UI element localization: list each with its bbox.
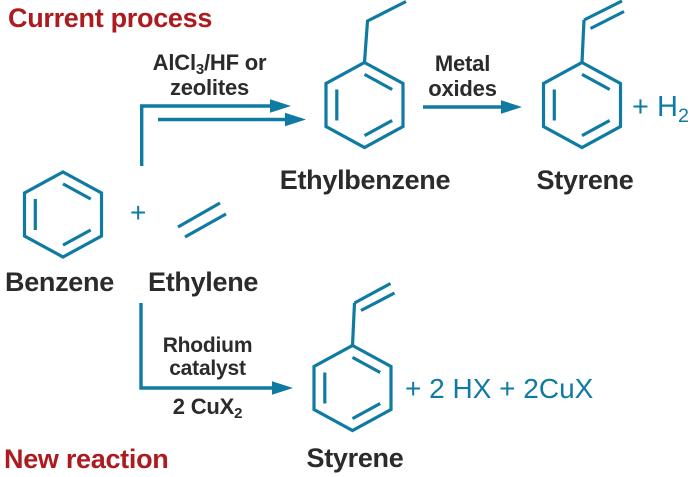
reagent-line-zeolites: zeolites: [169, 75, 250, 100]
catalyst-label-rhodium: Rhodium catalyst: [147, 334, 268, 380]
plus-sign-reactants: +: [130, 197, 147, 228]
ethylbenzene-structure: [324, 0, 407, 150]
reagent-line-metal: Metal: [434, 51, 491, 76]
ethylene-structure: [177, 201, 227, 239]
heading-current-process: Current process: [8, 3, 213, 33]
heading-new-reaction: New reaction: [4, 444, 169, 474]
formula-h2-byproduct: + H2: [632, 91, 689, 127]
reagent-line-oxides: oxides: [428, 76, 497, 101]
benzene-ring-structure: [22, 170, 104, 259]
molecule-label-ethylbenzene: Ethylbenzene: [279, 165, 451, 195]
new-reaction-arrow: [139, 303, 293, 395]
catalyst-line-rhodium: Rhodium: [162, 334, 253, 357]
styrene-bottom-structure: [312, 282, 396, 433]
molecule-label-ethylene: Ethylene: [148, 267, 259, 297]
reagent-label-metal-oxides: Metal oxides: [402, 51, 523, 101]
formula-hx-cux-byproducts: + 2 HX + 2CuX: [405, 373, 594, 404]
molecule-label-styrene-bottom: Styrene: [306, 443, 404, 473]
dehydrogenation-arrow: [423, 100, 522, 114]
molecule-label-benzene: Benzene: [5, 267, 114, 297]
reagent-label-cux2: 2 CuX2: [172, 394, 243, 423]
reagent-label-alkylation: AlCl3/HF or zeolites: [129, 50, 290, 100]
catalyst-line-catalyst: catalyst: [169, 357, 246, 380]
styrene-top-structure: [541, 0, 625, 150]
alkylation-double-arrow: [140, 99, 306, 166]
molecule-label-styrene-top: Styrene: [536, 165, 634, 195]
reagent-line-alcl3: AlCl3/HF or: [152, 50, 267, 79]
